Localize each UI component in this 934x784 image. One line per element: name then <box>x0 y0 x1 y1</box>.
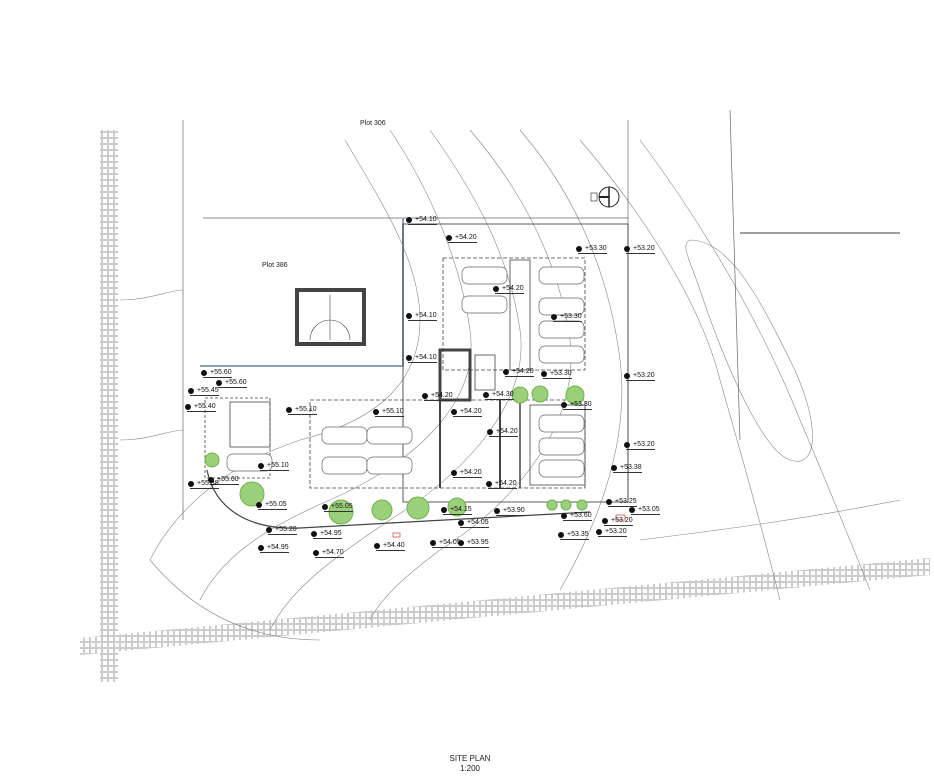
level-marker: +53.30 <box>561 401 592 410</box>
level-marker: +54.10 <box>406 312 437 321</box>
level-marker: +54.20 <box>486 480 517 489</box>
level-marker: +54.20 <box>422 392 453 401</box>
level-marker: +53.90 <box>494 507 525 516</box>
existing-staircase <box>295 288 366 346</box>
curved-wall <box>206 469 591 529</box>
level-marker: +54.40 <box>374 542 405 551</box>
level-marker: +53.20 <box>624 441 655 450</box>
level-marker: +55.60 <box>208 476 239 485</box>
contour-lines <box>119 129 901 641</box>
level-marker: +55.20 <box>266 526 297 535</box>
plot-306-label: Plot 306 <box>360 120 386 127</box>
level-marker: +54.70 <box>313 549 344 558</box>
level-marker: +54.05 <box>458 519 489 528</box>
level-marker: +55.05 <box>322 503 353 512</box>
level-marker: +54.95 <box>311 530 342 539</box>
level-marker: +54.20 <box>487 428 518 437</box>
level-marker: +55.10 <box>258 462 289 471</box>
level-marker: +53.25 <box>606 498 637 507</box>
level-marker: +53.20 <box>624 372 655 381</box>
level-marker: +55.40 <box>185 403 216 412</box>
level-marker: +54.20 <box>493 285 524 294</box>
level-marker: +54.95 <box>258 544 289 553</box>
planting <box>204 385 588 525</box>
level-marker: +53.30 <box>551 313 582 322</box>
level-marker: +53.38 <box>611 464 642 473</box>
red-marker <box>392 532 401 538</box>
south-road <box>80 558 930 655</box>
level-marker: +53.20 <box>596 528 627 537</box>
level-marker: +55.38 <box>188 480 219 489</box>
level-marker: +55.10 <box>286 406 317 415</box>
level-marker: +54.30 <box>483 391 514 400</box>
level-marker: +53.30 <box>541 370 572 379</box>
level-marker: +54.20 <box>451 408 482 417</box>
level-marker: +53.05 <box>629 506 660 515</box>
title-name: SITE PLAN <box>449 754 491 763</box>
level-marker: +54.15 <box>441 506 472 515</box>
plot-boundaries <box>182 109 900 520</box>
level-marker: +54.20 <box>446 234 477 243</box>
level-marker: +54.10 <box>406 216 437 225</box>
level-marker: +55.60 <box>201 369 232 378</box>
level-marker: +53.20 <box>602 517 633 526</box>
level-marker: +53.95 <box>458 539 489 548</box>
level-marker: +55.60 <box>216 379 247 388</box>
level-marker: +54.20 <box>503 368 534 377</box>
level-marker: +54.05 <box>430 539 461 548</box>
north-arrow-icon <box>590 186 620 208</box>
level-marker: +55.05 <box>256 501 287 510</box>
title-scale: 1:200 <box>459 764 481 773</box>
level-marker: +54.20 <box>451 469 482 478</box>
level-marker: +53.30 <box>576 245 607 254</box>
level-marker: +54.10 <box>406 354 437 363</box>
red-marker <box>615 514 626 521</box>
plot-386-label: Plot 386 <box>262 262 288 269</box>
level-marker: +55.10 <box>373 408 404 417</box>
site-outline <box>402 223 629 503</box>
level-marker: +53.20 <box>624 245 655 254</box>
drawing-title: SITE PLAN 1:200 <box>430 754 510 774</box>
building-footprint <box>204 257 586 489</box>
level-marker: +53.60 <box>561 512 592 521</box>
west-road <box>100 130 118 682</box>
level-marker: +55.45 <box>188 387 219 396</box>
level-marker: +53.35 <box>558 531 589 540</box>
